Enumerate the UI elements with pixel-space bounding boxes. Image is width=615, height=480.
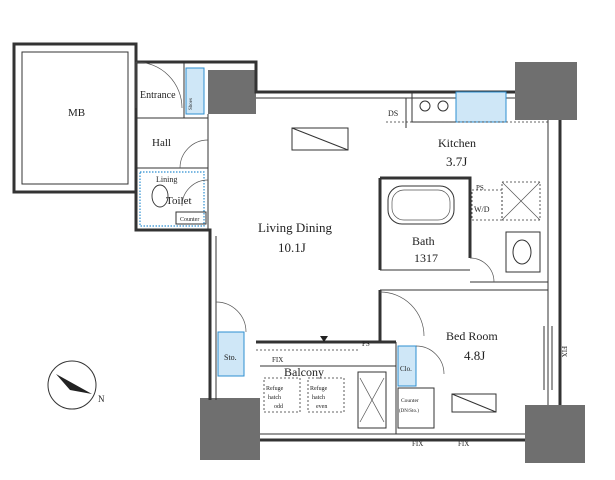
kitchen-size: 3.7J bbox=[446, 154, 467, 169]
compass-north-label: N bbox=[98, 394, 105, 404]
compass: N bbox=[47, 360, 105, 410]
living-dining-size: 10.1J bbox=[278, 240, 306, 255]
lining-label: Lining bbox=[156, 175, 177, 184]
clo-label: Clo. bbox=[400, 365, 412, 373]
bath-area bbox=[378, 176, 548, 283]
living-dining-name: Living Dining bbox=[258, 220, 333, 235]
ceiling-unit bbox=[291, 127, 349, 151]
refuge-even-line3: even bbox=[316, 404, 327, 410]
pillar-bottom-left bbox=[200, 398, 260, 460]
compass-needle bbox=[56, 374, 92, 394]
entrance-label: Entrance bbox=[140, 90, 176, 101]
ps-balcony-label: PS bbox=[362, 340, 370, 348]
hall-label: Hall bbox=[152, 137, 171, 149]
kitchen-area bbox=[291, 91, 548, 221]
entrance-area bbox=[135, 61, 209, 230]
shoes-label: Shoes bbox=[189, 98, 194, 110]
bedroom-counter bbox=[397, 387, 435, 429]
sto-label: Sto. bbox=[224, 353, 237, 362]
outdoor-unit bbox=[357, 371, 387, 429]
washer-space bbox=[471, 189, 503, 221]
bathtub bbox=[387, 185, 455, 225]
toilet-fixture bbox=[151, 184, 169, 208]
mb-label: MB bbox=[68, 107, 85, 119]
refuge-odd-line1: Refuge bbox=[266, 385, 284, 392]
toilet-outline bbox=[139, 171, 205, 227]
burner-right bbox=[437, 100, 449, 112]
pillar-top-right bbox=[515, 62, 577, 120]
refuge-even-line1: Refuge bbox=[310, 385, 328, 392]
wash-basin bbox=[505, 231, 541, 273]
balcony-label: Balcony bbox=[284, 365, 324, 379]
toilet-label: Toilet bbox=[166, 195, 192, 207]
wd-label: W/D bbox=[474, 205, 490, 214]
bedroom-area bbox=[360, 289, 553, 434]
toilet-counter-label: Counter bbox=[180, 217, 199, 223]
stove bbox=[411, 91, 457, 123]
ds-label: DS bbox=[388, 109, 398, 118]
refuge-odd-line2: hatch bbox=[268, 395, 281, 401]
bedroom-size: 4.8J bbox=[464, 348, 485, 363]
storage-closet bbox=[217, 331, 245, 377]
balcony-area bbox=[215, 301, 396, 429]
pillar-top-left bbox=[208, 70, 256, 114]
burner-left bbox=[419, 100, 431, 112]
refuge-hatch-odd bbox=[263, 377, 301, 413]
kitchen-name: Kitchen bbox=[438, 136, 476, 150]
compass-ring bbox=[47, 360, 97, 410]
room-labels: MB Entrance Shoes Hall Lining Toilet Cou… bbox=[68, 90, 568, 448]
refuge-even-line2: hatch bbox=[312, 395, 325, 401]
toilet-counter bbox=[175, 211, 207, 225]
fix-bottom-label-1: FIX bbox=[412, 440, 423, 448]
pillar-bottom-right bbox=[525, 405, 585, 463]
bedroom-name: Bed Room bbox=[446, 329, 498, 343]
shoe-cabinet bbox=[185, 67, 205, 115]
bedroom-ceiling-unit bbox=[451, 393, 497, 413]
kitchen-sink bbox=[455, 91, 507, 123]
refuge-hatch-even bbox=[307, 377, 345, 413]
fix-balcony-label: FIX bbox=[272, 356, 283, 364]
structural-pillars bbox=[200, 62, 585, 463]
counter-bed-line1: Counter bbox=[401, 398, 419, 404]
bath-name: Bath bbox=[412, 234, 435, 248]
fix-bottom-label-2: FIX bbox=[458, 440, 469, 448]
bath-size: 1317 bbox=[414, 251, 438, 265]
ps-kitchen-label: PS bbox=[476, 184, 484, 192]
refuge-odd-line3: odd bbox=[274, 404, 283, 410]
sash-marker bbox=[320, 336, 328, 342]
fix-right-label: FIX bbox=[560, 346, 568, 357]
bedroom-closet bbox=[397, 345, 417, 387]
counter-bed-line2: (DN/Sto.) bbox=[399, 409, 419, 414]
